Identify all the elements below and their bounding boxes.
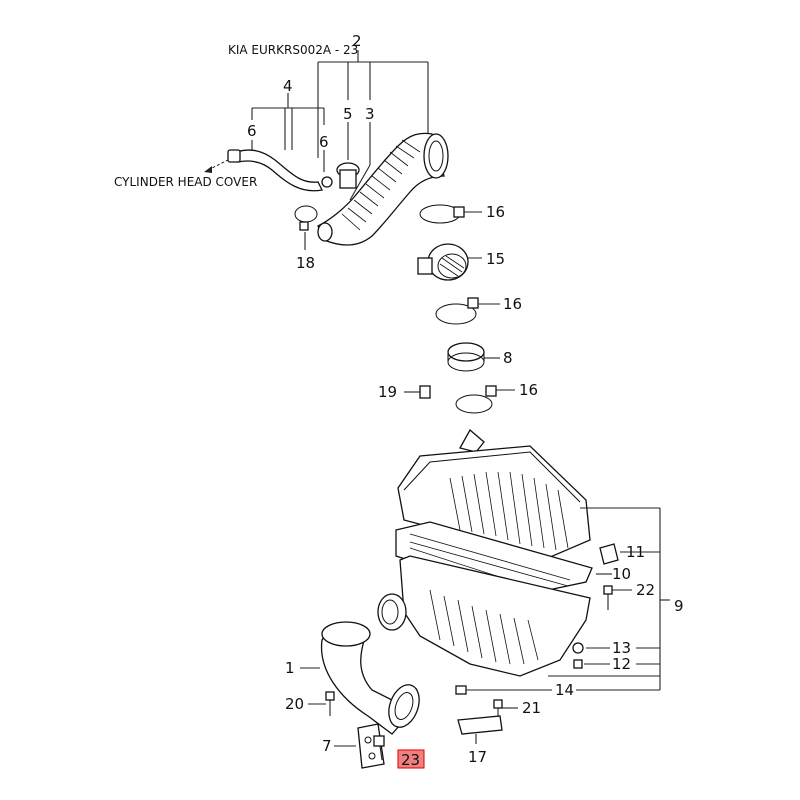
callout-13: 13 [612, 639, 631, 657]
callout-11: 11 [626, 543, 645, 561]
clamp-16-top [419, 204, 465, 224]
airflow-sensor-15 [417, 243, 469, 281]
callout-9: 9 [674, 597, 684, 615]
leader-lines-right [300, 507, 670, 747]
callout-3: 3 [365, 105, 375, 123]
callout-16-top: 16 [486, 203, 505, 221]
callout-14: 14 [555, 681, 574, 699]
callout-15: 15 [486, 250, 505, 268]
callout-19: 19 [378, 383, 397, 401]
callout-7: 7 [322, 737, 332, 755]
callout-23: 23 [401, 751, 420, 769]
callout-16-mid: 16 [503, 295, 522, 313]
callout-22: 22 [636, 581, 655, 599]
callout-17: 17 [468, 748, 487, 766]
clamp-16-bottom [455, 385, 497, 414]
callout-20: 20 [285, 695, 304, 713]
diagram-code: KIA EURKRS002A - 23 [228, 43, 358, 57]
callout-18: 18 [296, 254, 315, 272]
valve-part-5 [336, 162, 360, 189]
clip-19 [419, 385, 431, 399]
intake-hose [317, 132, 449, 246]
callout-5: 5 [343, 105, 353, 123]
cylinder-head-cover-label: CYLINDER HEAD COVER [114, 175, 257, 189]
clamp-18 [294, 205, 318, 231]
air-cleaner-lower-body [377, 555, 591, 677]
callout-2: 2 [352, 32, 362, 50]
callout-12: 12 [612, 655, 631, 673]
leader-lines-top [251, 50, 515, 393]
clamp-16-mid [435, 297, 479, 325]
callout-8: 8 [503, 349, 513, 367]
intake-duct-1 [320, 621, 420, 735]
callout-6-right: 6 [319, 133, 329, 151]
callout-21: 21 [522, 699, 541, 717]
arrow-to-cylinder-head [204, 159, 229, 173]
air-filter-10 [395, 521, 593, 597]
callout-10: 10 [612, 565, 631, 583]
callout-16-bottom: 16 [519, 381, 538, 399]
callout-4: 4 [283, 77, 293, 95]
callout-1: 1 [285, 659, 295, 677]
highlight-part-23[interactable]: 23 [397, 749, 425, 769]
hardware [325, 543, 619, 769]
hose-8 [447, 342, 485, 372]
callout-6-left: 6 [247, 122, 257, 140]
breather-hose [227, 149, 333, 192]
